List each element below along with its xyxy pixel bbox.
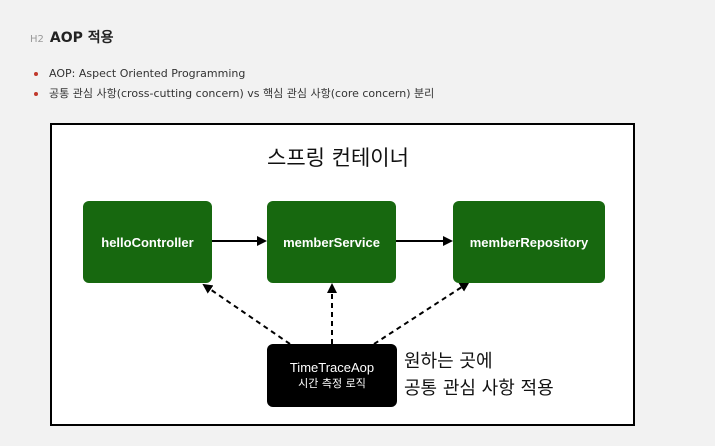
bullet-text: AOP: Aspect Oriented Programming [49,67,246,80]
section-heading: H2 AOP 적용 [30,27,114,47]
aop-name: TimeTraceAop [289,360,375,375]
container-title: 스프링 컨테이너 [267,146,409,170]
aop-note: 원하는 곳에 공통 관심 사항 적용 [404,348,554,402]
bullet-item: 공통 관심 사항(cross-cutting concern) vs 핵심 관심… [30,84,434,104]
bullet-dot-icon [34,92,38,96]
bullet-text: 공통 관심 사항(cross-cutting concern) vs 핵심 관심… [49,87,435,100]
node-member-service: memberService [267,201,396,283]
aop-note-line: 원하는 곳에 [404,351,493,372]
page-title: AOP 적용 [49,30,114,46]
heading-level-marker: H2 [30,34,44,45]
aop-note-line: 공통 관심 사항 적용 [404,378,554,399]
node-time-trace-aop: TimeTraceAop 시간 측정 로직 [267,344,397,407]
node-label: helloController [101,234,194,250]
aop-description: 시간 측정 로직 [298,377,366,390]
bullet-item: AOP: Aspect Oriented Programming [30,64,434,84]
node-hello-controller: helloController [83,201,212,283]
edge-layer [202,236,470,345]
node-label: memberService [283,234,380,250]
node-member-repository: memberRepository [453,201,605,283]
bullet-dot-icon [34,72,38,76]
edge-aop-to-repository [373,281,470,345]
edge-aop-to-hello [202,283,291,345]
node-label: memberRepository [469,234,589,250]
bullet-list: AOP: Aspect Oriented Programming 공통 관심 사… [30,64,434,104]
diagram-frame: 스프링 컨테이너 helloController memberService m… [50,123,635,426]
